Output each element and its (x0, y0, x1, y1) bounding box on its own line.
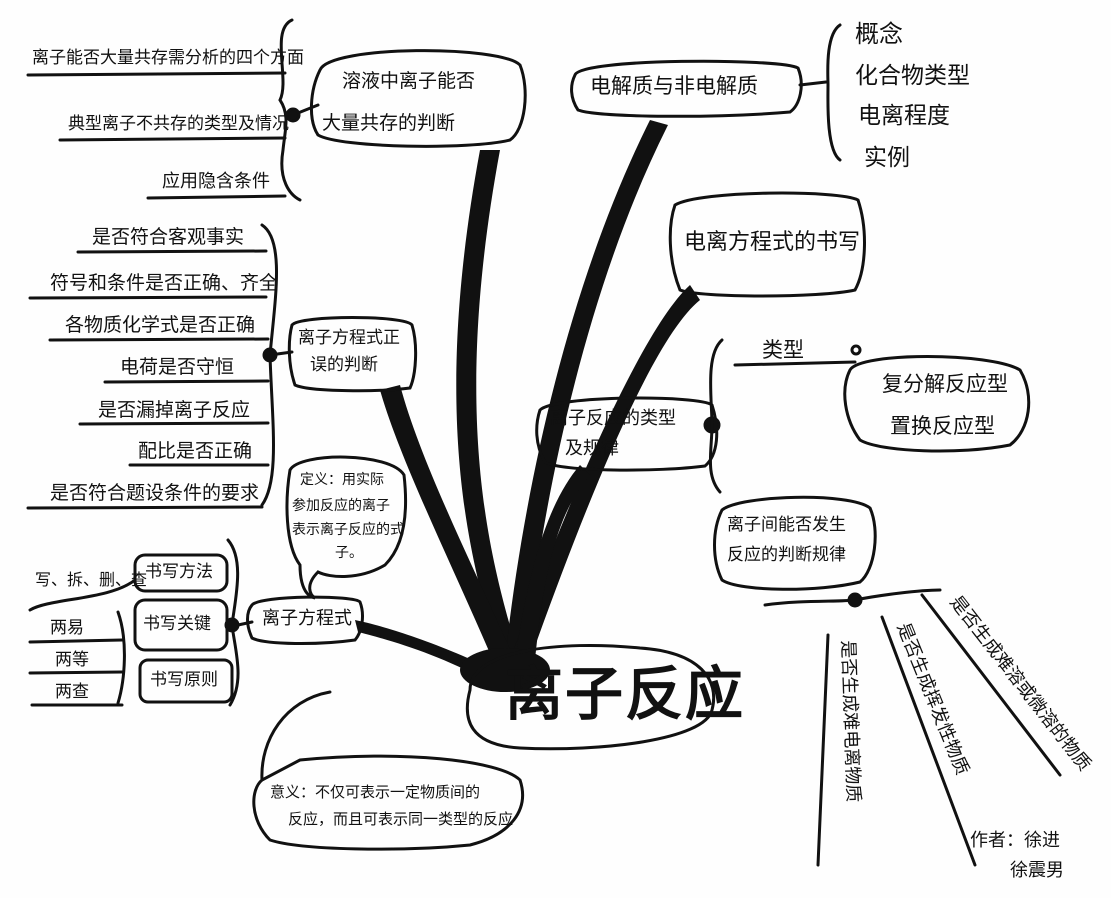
judgement-item: 电荷是否守恒 (120, 356, 235, 378)
key-item: 两查 (55, 682, 89, 702)
author-line1: 作者：徐进 (970, 830, 1060, 851)
judgement-item: 符号和条件是否正确、齐全 (50, 272, 279, 294)
reaction-type: 复分解反应型 (882, 372, 1008, 396)
definition-line: 子。 (335, 545, 363, 561)
trunks (355, 120, 700, 692)
coexistence-title-line1: 溶液中离子能否 (342, 70, 476, 92)
definition-line: 定义：用实际 (300, 472, 384, 488)
judgement-item: 配比是否正确 (138, 440, 253, 462)
meaning-line: 意义：不仅可表示一定物质间的 (270, 783, 481, 801)
type-label: 类型 (762, 338, 804, 362)
writing-principle: 书写原则 (150, 670, 218, 690)
central-topic: 离子反应 (505, 660, 746, 728)
electrolyte-title: 电解质与非电解质 (590, 74, 758, 98)
ionic-equation-title: 离子方程式 (262, 608, 352, 629)
definition-line: 参加反应的离子 (292, 498, 390, 514)
ionization-equation-title: 电离方程式的书写 (684, 230, 861, 255)
reaction-types-title-line1: 离子反应的类型 (550, 408, 676, 429)
writing-key: 书写关键 (143, 614, 211, 634)
writing-method-steps: 写、拆、删、查 (35, 570, 148, 589)
coexistence-item: 应用隐含条件 (162, 171, 270, 192)
judgement-item: 各物质化学式是否正确 (65, 314, 256, 336)
writing-method: 书写方法 (145, 562, 213, 582)
rule-title-line2: 反应的判断规律 (727, 545, 846, 565)
judgement-title-line2: 误的判断 (310, 355, 378, 375)
key-item: 两等 (55, 650, 89, 670)
reaction-type: 置换反应型 (890, 414, 995, 438)
meaning-line: 反应，而且可表示同一类型的反应 (288, 810, 514, 828)
electrolyte-item: 电离程度 (858, 103, 950, 129)
electrolyte-item: 实例 (864, 145, 910, 171)
judgement-item: 是否符合题设条件的要求 (50, 482, 260, 504)
coexistence-item: 离子能否大量共存需分析的四个方面 (32, 48, 304, 68)
coexistence-title-line2: 大量共存的判断 (322, 112, 456, 134)
definition-line: 表示离子反应的式 (292, 522, 404, 538)
key-item: 两易 (50, 618, 84, 638)
electrolyte-item: 化合物类型 (855, 63, 970, 89)
judgement-item: 是否漏掉离子反应 (98, 399, 251, 421)
author-line2: 徐震男 (1010, 860, 1064, 881)
coexistence-item: 典型离子不共存的类型及情况 (68, 114, 289, 134)
reaction-types-title-line2: 及规律 (565, 438, 619, 459)
judgement-title-line1: 离子方程式正 (298, 328, 400, 348)
electrolyte-item: 概念 (855, 20, 903, 48)
rule-title-line1: 离子间能否发生 (727, 515, 846, 535)
judgement-item: 是否符合客观事实 (92, 226, 245, 248)
